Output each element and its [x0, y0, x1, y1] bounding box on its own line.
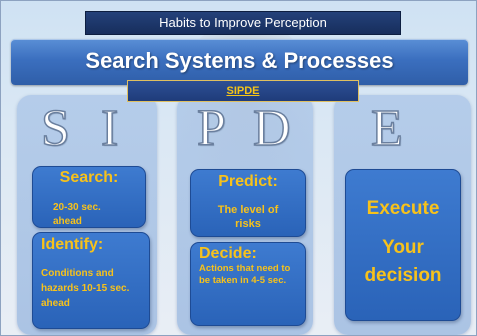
search-card: Search: 20-30 sec. ahead	[32, 166, 146, 228]
identify-card: Identify: Conditions and hazards 10-15 s…	[32, 232, 150, 329]
identify-heading: Identify:	[41, 236, 104, 253]
predict-body: The level of risks	[217, 204, 279, 230]
decide-heading: Decide:	[199, 245, 257, 262]
identify-body: Conditions and hazards 10-15 sec. ahead	[41, 268, 130, 309]
execute-body: Your decision	[364, 237, 442, 286]
letter-s: S	[40, 100, 70, 158]
letter-d: D	[252, 100, 291, 158]
letter-i: I	[100, 100, 119, 158]
slide-title-banner: Search Systems & Processes	[11, 39, 468, 85]
letter-e: E	[370, 100, 403, 158]
execute-card: Execute Your decision	[345, 169, 461, 321]
decide-card: Decide: Actions that need to be taken in…	[190, 242, 306, 326]
predict-card: Predict: The level of risks	[190, 169, 306, 237]
search-body: 20-30 sec. ahead	[53, 202, 101, 227]
letter-p: P	[196, 100, 226, 158]
execute-heading: Execute	[366, 198, 440, 219]
decide-body: Actions that need to be taken in 4-5 sec…	[199, 263, 291, 286]
slide-subtitle: Habits to Improve Perception	[85, 11, 401, 35]
predict-heading: Predict:	[218, 173, 278, 190]
sipde-acronym-label: SIPDE	[127, 80, 359, 102]
search-heading: Search:	[59, 169, 119, 186]
